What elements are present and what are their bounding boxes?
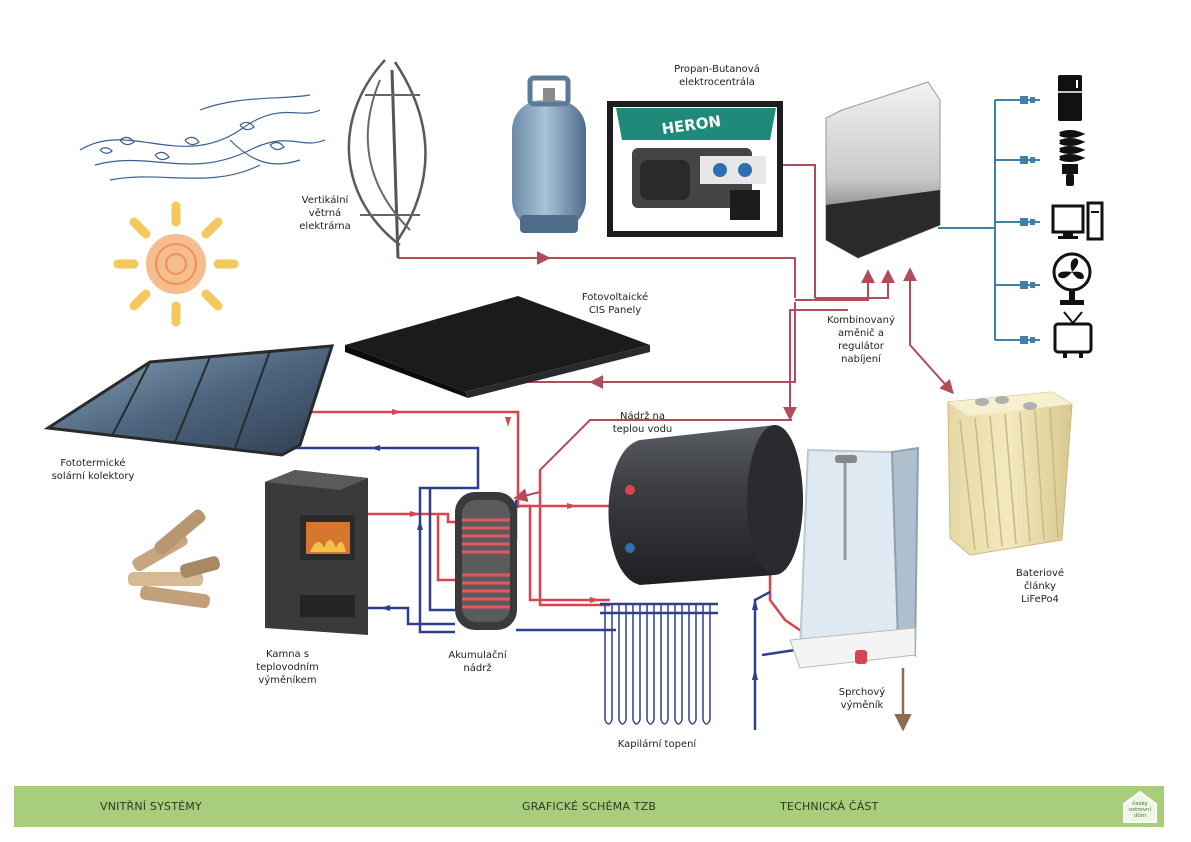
shower-icon	[789, 446, 920, 669]
accumulator-cold-loop	[428, 488, 455, 612]
label-shower: Sprchový výměník	[838, 687, 886, 711]
accumulator-to-heating	[515, 504, 610, 602]
label-stove: Kamna s teplovodním výměníkem	[256, 649, 319, 686]
shower-cold-supply	[753, 590, 771, 730]
shower-cold-supply-2	[761, 648, 796, 657]
label-inverter: Kombinovaný aměnič a regulátor nabíjení	[827, 315, 895, 365]
hot-water-pipes	[300, 410, 839, 658]
label-accumulator: Akumulační nádrž	[448, 650, 507, 674]
fan-icon	[1052, 252, 1092, 305]
fridge-icon	[1058, 75, 1082, 121]
combiner-to-inverter	[795, 269, 875, 301]
footer-left-title: VNITŘNÍ SYSTÉMY	[100, 800, 202, 813]
inverter-to-heater-line	[783, 309, 848, 421]
label-capillary: Kapilární topení	[617, 739, 697, 750]
logo-text-3: dům	[1133, 813, 1147, 819]
pv-power-line	[470, 302, 796, 383]
stove-hot-supply-2	[438, 512, 456, 524]
logo-text-1: česky	[1132, 801, 1148, 807]
label-generator: Propan-Butanová elektrocentrála	[674, 64, 760, 88]
hot-water-tank-icon	[608, 425, 803, 585]
firewood-icon	[128, 509, 221, 609]
combiner-to-inverter-2	[815, 269, 895, 299]
solar-cold-return	[290, 446, 480, 634]
label-pv-panels: Fotovoltaické CIS Panely	[581, 292, 649, 316]
appliance-plugs	[1020, 96, 1035, 344]
bulb-icon	[1059, 130, 1086, 186]
tv-icon	[1053, 311, 1093, 358]
inverter-battery-line	[903, 267, 954, 395]
label-wind-turbine: Vertikální větrná elektrárna	[299, 195, 351, 232]
wind-swirl-icon	[79, 94, 326, 181]
inverter-icon	[825, 81, 941, 259]
stove-hot-supply	[368, 512, 455, 582]
label-hot-water-tank: Nádrž na teplou vodu	[612, 411, 673, 435]
footer-center-title: GRAFICKÉ SCHÉMA TZB	[522, 800, 657, 813]
electric-lines	[398, 164, 954, 503]
generator-power-line	[782, 164, 816, 298]
accumulator-heat-loop	[538, 470, 610, 607]
battery-icon	[947, 391, 1073, 556]
solar-hot-supply	[300, 410, 520, 508]
footer-bar: VNITŘNÍ SYSTÉMY GRAFICKÉ SCHÉMA TZB TECH…	[14, 786, 1164, 827]
footer-right-title: TECHNICKÁ ČÁST	[780, 800, 879, 813]
pv-panel-icon	[345, 296, 650, 398]
wind-turbine-icon	[347, 59, 427, 259]
logo-text-2: ostrovní	[1128, 807, 1152, 813]
solar-thermal-icon	[43, 344, 335, 457]
capillary-heating-icon	[604, 605, 711, 725]
cold-arrows	[370, 445, 758, 680]
label-solar-thermal: Fototermické solární kolektory	[51, 458, 135, 482]
stove-icon	[265, 470, 368, 635]
accumulator-icon	[455, 492, 517, 630]
generator-icon	[607, 101, 783, 237]
label-battery: Bateriové články LiFePo4	[1015, 568, 1065, 605]
computer-icon	[1051, 201, 1104, 241]
house-logo-icon: česky ostrovní dům	[1120, 789, 1160, 824]
sun-icon	[113, 201, 239, 327]
gas-cylinder-icon	[512, 75, 586, 233]
